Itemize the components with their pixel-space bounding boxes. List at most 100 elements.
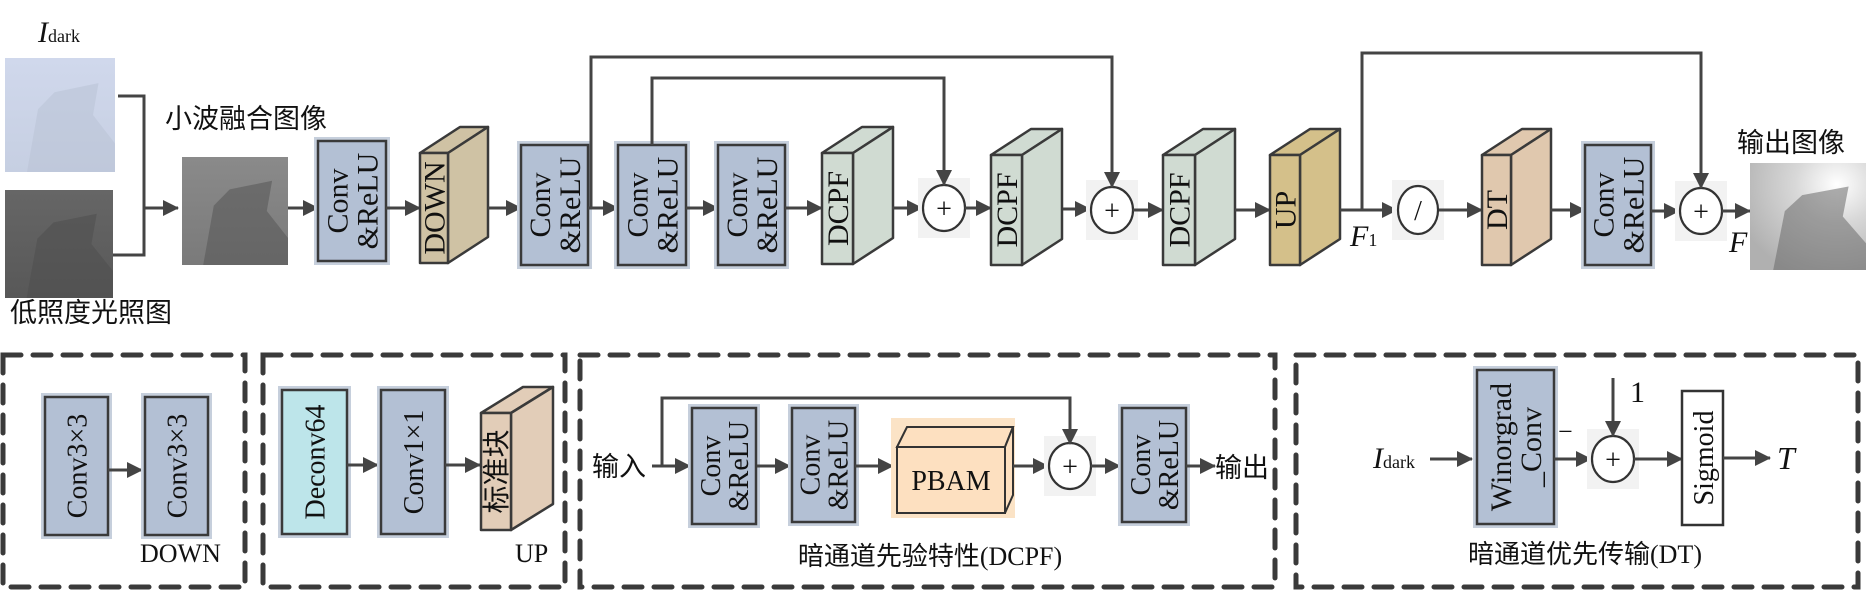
output-image	[1750, 163, 1866, 270]
dcpf-add-node-symbol: +	[1062, 452, 1078, 483]
dcpf-conv-relu-3-text-line: &ReLU	[1154, 420, 1185, 510]
conv1x1-block: Conv1×1	[377, 386, 449, 538]
input-dark-label-sub: dark	[48, 26, 80, 46]
divide-node: /	[1392, 180, 1444, 240]
dcpf-block-1-text: DCPF	[822, 171, 855, 246]
merge-bracket	[113, 94, 146, 257]
conv3x3-block-2-text-line: Conv3×3	[162, 414, 193, 518]
dt-block-text: DT	[1481, 190, 1514, 230]
conv-relu-5-body	[1583, 143, 1653, 267]
up-panel-border	[260, 352, 568, 590]
dcpf-block-1-text-line: DCPF	[822, 171, 855, 246]
dcpf-block-3-text-line: DCPF	[1164, 172, 1197, 247]
dcpf-conv-relu-2-text: Conv&ReLU	[795, 420, 854, 510]
norm-block-front	[479, 411, 513, 532]
minus-sign: −	[1558, 417, 1573, 446]
dt-panel-border	[1293, 352, 1861, 590]
conv-relu-4-text-line: &ReLU	[751, 156, 784, 253]
low-light-image-building	[26, 213, 114, 298]
dt-add-node: +	[1587, 429, 1639, 489]
dcpf-block-1-front	[820, 151, 855, 266]
conv1x1-block-text-line: Conv1×1	[399, 410, 430, 514]
conv-relu-5-text-line: &ReLU	[1618, 156, 1651, 253]
dt-input-label-main: I	[1372, 442, 1385, 475]
dcpf-output-label: 输出	[1215, 453, 1269, 483]
dcpf-block-2-front	[989, 153, 1024, 267]
dcpf-conv-relu-1-text-line: &ReLU	[724, 421, 755, 511]
conv3x3-block-1-text-line: Conv3×3	[62, 414, 93, 518]
input-dark-label-main: I	[37, 16, 50, 49]
dcpf-conv-relu-2: Conv&ReLU	[788, 404, 859, 526]
up-panel-caption: UP	[515, 539, 548, 568]
f1-label-main: F	[1349, 220, 1369, 253]
pbam-top	[895, 426, 1015, 448]
conv-relu-1-body	[316, 139, 388, 263]
dcpf-panel-caption: 暗通道先验特性(DCPF)	[798, 542, 1062, 571]
conv-relu-4: Conv&ReLU	[714, 141, 789, 269]
dcpf-conv-relu-2-text-line: Conv	[795, 435, 826, 496]
add-node-3-symbol: +	[1693, 197, 1709, 228]
sigmoid-block: Sigmoid	[1680, 389, 1725, 527]
winograd-conv-block-text-line: _Conv	[1515, 407, 1548, 488]
dcpf-conv-relu-2-body	[790, 406, 857, 524]
deconv64-block: Deconv64	[278, 386, 351, 538]
pbam-label: PBAM	[911, 466, 990, 497]
dcpf-block-2-text: DCPF	[991, 172, 1024, 247]
dt-add-node-symbol: +	[1605, 445, 1621, 476]
up-block-text: UP	[1270, 191, 1303, 229]
conv-relu-4-text-line: Conv	[721, 172, 754, 237]
dark-channel-image-building	[27, 83, 115, 172]
dcpf-block-2-text-line: DCPF	[991, 172, 1024, 247]
conv3x3-block-2: Conv3×3	[141, 393, 212, 539]
dcpf-conv-relu-3-text-line: Conv	[1126, 435, 1157, 496]
divide-node-circle	[1396, 184, 1440, 236]
pbam-block: PBAM	[891, 418, 1015, 518]
deconv64-block-body	[280, 388, 349, 536]
conv-relu-3-text: Conv&ReLU	[622, 156, 685, 253]
conv-relu-3: Conv&ReLU	[614, 141, 690, 269]
up-block-front	[1268, 153, 1302, 267]
conv-relu-1: Conv&ReLU	[314, 137, 390, 265]
wavelet-fused-image	[182, 157, 288, 265]
up-block: UP	[1268, 127, 1342, 267]
dcpf-conv-relu-3-text: Conv&ReLU	[1126, 420, 1185, 510]
winograd-conv-block-text: Winorgrad_Conv	[1485, 383, 1548, 511]
norm-block-text-line: 标准块	[481, 429, 513, 513]
conv-relu-4-text: Conv&ReLU	[721, 156, 784, 253]
conv-relu-4-body	[716, 143, 787, 267]
conv1x1-block-body	[379, 388, 447, 536]
sigmoid-body	[1680, 389, 1725, 527]
dcpf-skip-connection	[660, 396, 1078, 466]
conv3x3-block-1-text: Conv3×3	[62, 414, 93, 518]
add-node-2-symbol: +	[1104, 196, 1120, 227]
dcpf-conv-relu-1-text-line: Conv	[696, 436, 727, 497]
dt-block-front	[1480, 153, 1513, 267]
dcpf-conv-relu-1-text: Conv&ReLU	[696, 421, 755, 511]
conv-relu-1-text: Conv&ReLU	[322, 152, 385, 249]
output-image-label: 输出图像	[1737, 128, 1845, 158]
dcpf-conv-relu-2-text-line: &ReLU	[823, 420, 854, 510]
down-block-front	[418, 151, 450, 265]
conv-relu-2-body	[519, 143, 590, 267]
conv3x3-block-2-text: Conv3×3	[162, 414, 193, 518]
conv-relu-2-text-line: Conv	[524, 172, 557, 237]
conv-relu-5-text-line: Conv	[1588, 172, 1621, 237]
conv-relu-2-text-line: &ReLU	[554, 156, 587, 253]
up-block-text-line: UP	[1270, 191, 1303, 229]
down-block-text: DOWN	[419, 161, 452, 254]
conv3x3-block-1-body	[43, 395, 110, 537]
constant-one-label: 1	[1630, 376, 1645, 409]
wavelet-fused-image-building	[203, 180, 288, 265]
pbam-front	[896, 446, 1006, 514]
winograd-conv-block-body	[1475, 368, 1556, 526]
output-image-building	[1773, 186, 1866, 270]
f1-label: F1	[1349, 220, 1377, 253]
down-panel-border	[0, 352, 248, 590]
conv-relu-2-text: Conv&ReLU	[524, 156, 587, 253]
dcpf-block-3: DCPF	[1161, 127, 1237, 267]
add-node-1: +	[918, 178, 970, 238]
dark-channel-image	[5, 58, 115, 172]
f1-label-sub: 1	[1368, 230, 1377, 250]
add-node-2: +	[1086, 180, 1138, 240]
